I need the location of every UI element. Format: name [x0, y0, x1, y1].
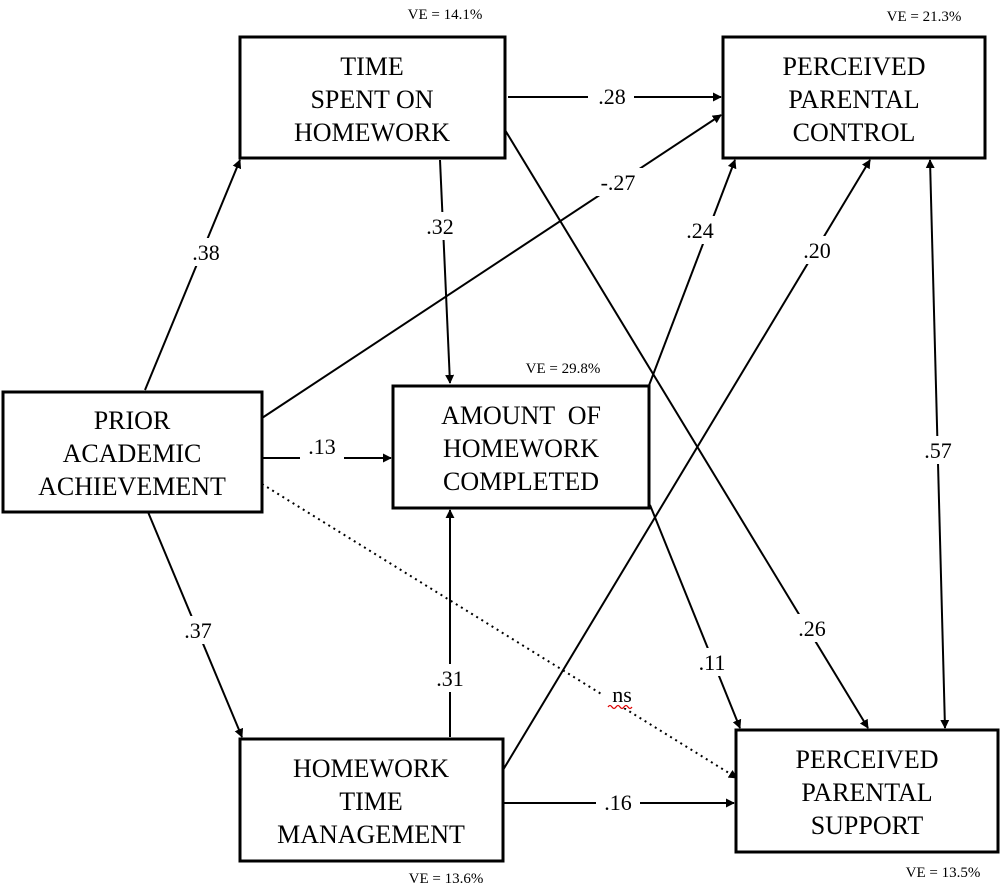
coef-management-to-support: .16 [604, 790, 632, 815]
node-parental-control-line-1: PERCEIVED [783, 52, 926, 81]
ve-time-spent: VE = 14.1% [408, 7, 483, 23]
coef-management-to-control: .20 [803, 238, 831, 263]
node-prior-achievement-line-1: PRIOR [94, 406, 171, 435]
node-time-spent-line-1: TIME [340, 52, 404, 81]
coef-amount-to-control: .24 [686, 218, 714, 243]
node-parental-control: PERCEIVED PARENTAL CONTROL [721, 35, 987, 160]
spellcheck-underline [607, 704, 633, 710]
node-prior-achievement-line-3: ACHIEVEMENT [38, 472, 226, 501]
node-parental-control-line-3: CONTROL [793, 118, 916, 147]
node-amount-completed-line-3: COMPLETED [443, 467, 599, 496]
coef-prior-to-support: ns [612, 682, 632, 707]
node-amount-completed-line-1: AMOUNT OF [441, 401, 601, 430]
node-time-management-line-1: HOMEWORK [293, 754, 449, 783]
coef-prior-to-management: .37 [184, 618, 212, 643]
path-time-to-amount [439, 159, 455, 384]
node-amount-completed-line-2: HOMEWORK [443, 434, 599, 463]
node-time-management: HOMEWORK TIME MANAGEMENT [238, 737, 505, 863]
node-time-management-line-2: TIME [339, 787, 403, 816]
node-time-management-line-3: MANAGEMENT [277, 820, 465, 849]
coef-time-to-control: .28 [598, 84, 626, 109]
ve-parental-support: VE = 13.5% [906, 865, 981, 881]
path-prior-to-support [261, 483, 738, 779]
node-parental-support-line-3: SUPPORT [811, 811, 924, 840]
coef-prior-to-control: -.27 [601, 170, 636, 195]
node-parental-support-line-2: PARENTAL [801, 778, 932, 807]
coef-amount-to-support: .11 [699, 650, 726, 675]
node-parental-control-line-2: PARENTAL [788, 85, 919, 114]
node-parental-support-line-1: PERCEIVED [796, 745, 939, 774]
path-prior-to-control [261, 114, 722, 419]
coefficients: .28 -.27 .32 .24 .20 .38 .13 .57 .37 .26… [176, 82, 960, 816]
path-amount-to-support [649, 504, 742, 729]
coef-prior-to-amount: .13 [308, 434, 336, 459]
ve-parental-control: VE = 21.3% [887, 9, 962, 25]
coef-control-support: .57 [924, 438, 952, 463]
coef-management-to-amount: .31 [436, 666, 464, 691]
coef-time-to-amount: .32 [426, 214, 454, 239]
coef-time-to-support: .26 [798, 616, 826, 641]
node-time-spent-line-3: HOMEWORK [294, 118, 450, 147]
path-amount-to-control [647, 159, 737, 389]
ve-amount-completed: VE = 29.8% [526, 361, 601, 377]
node-prior-achievement-line-2: ACADEMIC [63, 439, 202, 468]
path-prior-to-time [144, 159, 242, 391]
node-parental-support: PERCEIVED PARENTAL SUPPORT [734, 728, 1000, 854]
node-prior-achievement: PRIOR ACADEMIC ACHIEVEMENT [1, 390, 264, 514]
node-time-spent-line-2: SPENT ON [310, 85, 433, 114]
node-time-spent: TIME SPENT ON HOMEWORK [238, 35, 507, 160]
ve-time-management: VE = 13.6% [409, 871, 484, 887]
node-amount-completed: AMOUNT OF HOMEWORK COMPLETED [391, 384, 651, 510]
coef-prior-to-time: .38 [192, 240, 220, 265]
